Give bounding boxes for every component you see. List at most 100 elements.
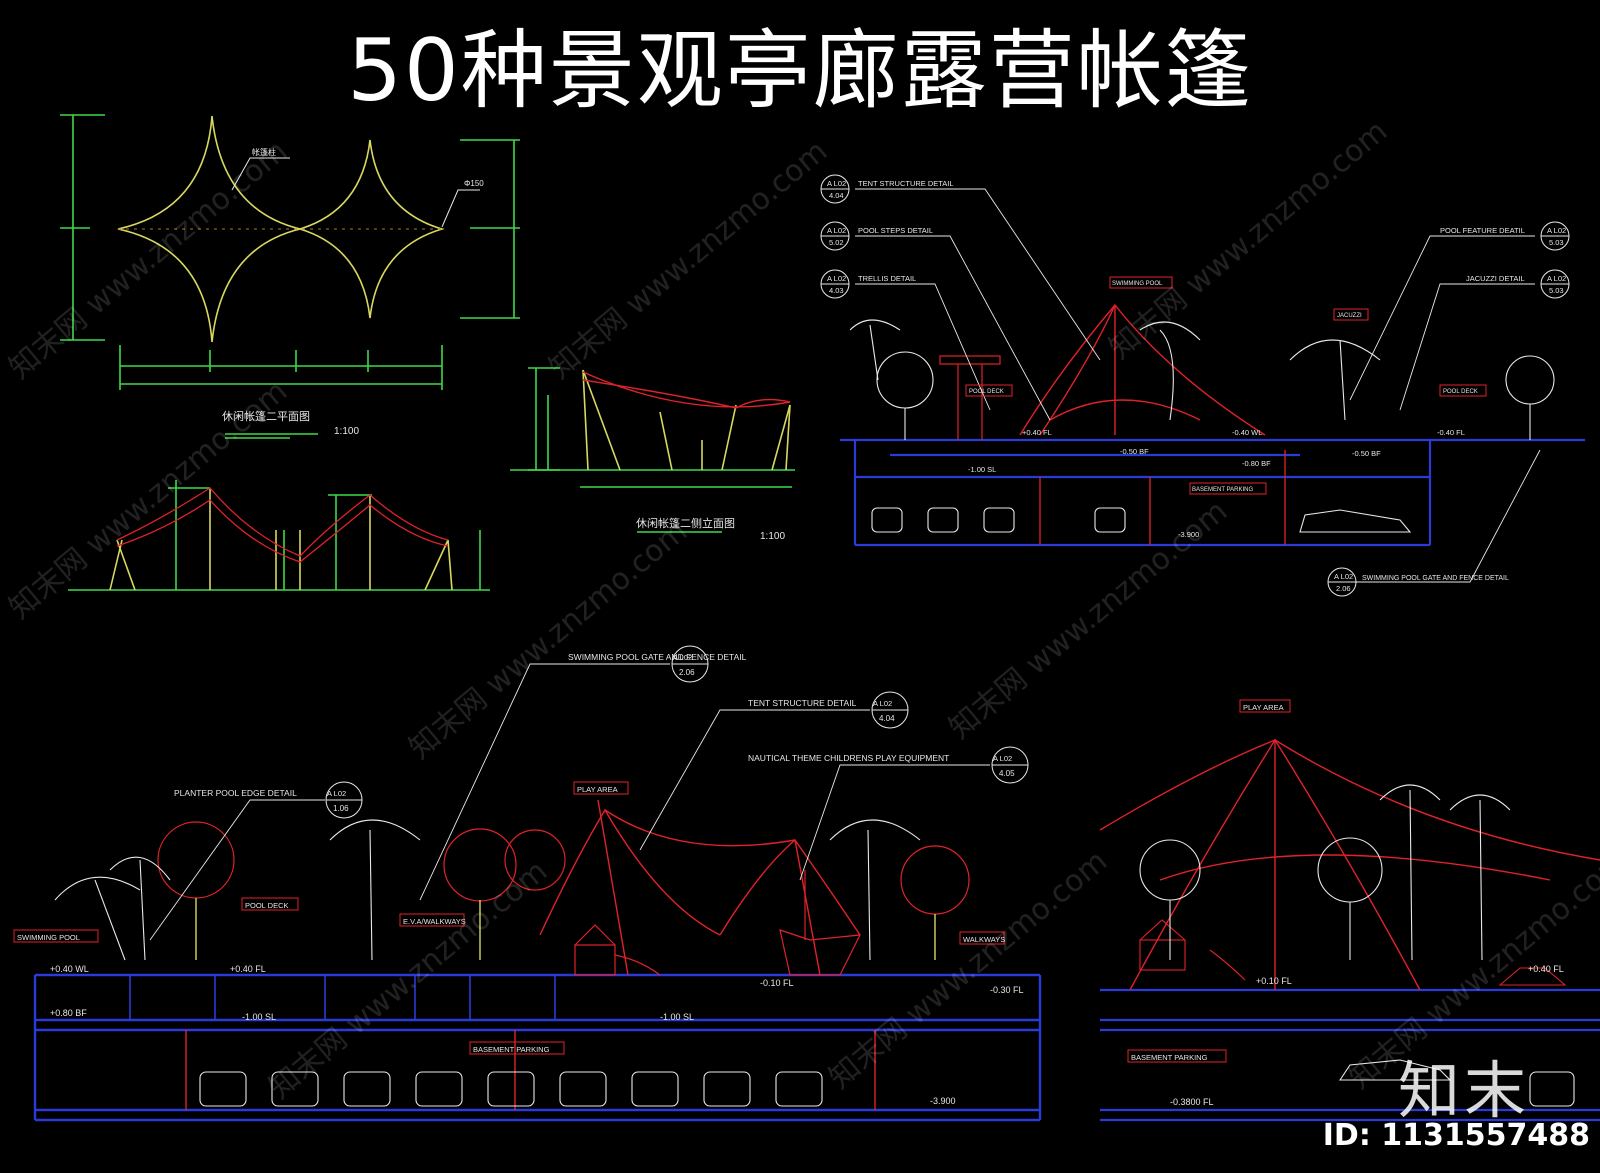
callout-ref: A L02 xyxy=(873,699,892,708)
callout-ref: A L02 xyxy=(1547,274,1566,283)
level-mark: -0.40 FL xyxy=(1437,428,1465,437)
callout-label: PLANTER POOL EDGE DETAIL xyxy=(174,788,297,798)
callout-label: POOL FEATURE DEATIL xyxy=(1440,226,1525,235)
play-white-trees xyxy=(54,819,921,961)
level-mark: +0.10 FL xyxy=(1256,976,1292,986)
level-mark: -0.40 WL xyxy=(1232,428,1262,437)
right-playground xyxy=(1139,919,1567,986)
front-dimensions xyxy=(68,480,490,591)
play-tent xyxy=(539,799,861,976)
page-title: 50种景观亭廊露营帐篷 xyxy=(347,21,1253,121)
callout-ref: A L02 xyxy=(827,274,846,283)
watermark: 知末网 www.znzmo.com xyxy=(263,854,554,1106)
area-tag: POOL DECK xyxy=(969,389,1004,395)
area-tag: POOL DECK xyxy=(245,901,288,910)
level-mark: -0.50 BF xyxy=(1120,447,1149,456)
planter-boxes xyxy=(129,974,556,1021)
level-mark: -0.3800 FL xyxy=(1170,1097,1214,1107)
pool-parking-cars xyxy=(871,507,1412,533)
level-mark: -1.00 SL xyxy=(660,1012,694,1022)
callout-ref: 4.03 xyxy=(829,286,844,295)
plan-scale: 1:100 xyxy=(334,426,359,437)
pool-section xyxy=(820,174,1585,597)
level-mark: +0.40 FL xyxy=(1528,964,1564,974)
play-area-section xyxy=(13,645,1042,1122)
right-tent xyxy=(1099,738,1600,991)
play-parking-cars xyxy=(199,1071,823,1107)
callout-ref: 4.05 xyxy=(999,769,1015,778)
plan-leaders xyxy=(231,157,480,228)
callout-ref: A L02 xyxy=(993,754,1012,763)
watermark: 知末网 www.znzmo.com xyxy=(3,374,294,626)
callout-ref: A L02 xyxy=(327,789,346,798)
pool-callout-bubbles xyxy=(820,174,1570,597)
callout-ref: 5.02 xyxy=(829,238,844,247)
pool-section-text: A L02 4.04 TENT STRUCTURE DETAIL A L02 5… xyxy=(827,179,1566,593)
side-title: 休闲帐篷二侧立面图 xyxy=(636,516,735,530)
watermark: 知末网 www.znzmo.com xyxy=(3,134,294,386)
callout-ref: 5.03 xyxy=(1549,286,1564,295)
plan-dimensions xyxy=(60,114,520,439)
plan-title: 休闲帐篷二平面图 xyxy=(222,409,310,423)
tent-side-elevation: 休闲帐篷二侧立面图 1:100 xyxy=(510,367,795,542)
level-mark: +0.40 WL xyxy=(50,964,89,974)
callout-ref: A L02 xyxy=(1547,226,1566,235)
side-scale: 1:100 xyxy=(760,531,785,542)
play-tent-section xyxy=(1099,699,1600,1122)
front-membrane xyxy=(116,487,449,563)
plan-note: 帐篷柱 xyxy=(252,147,276,157)
area-tag: JACUZZI xyxy=(1337,313,1362,319)
level-mark: -0.30 FL xyxy=(990,985,1024,995)
area-tag: PLAY AREA xyxy=(1243,703,1284,712)
level-mark: -3.900 xyxy=(930,1096,956,1106)
area-tag: BASEMENT PARKING xyxy=(473,1045,550,1054)
callout-ref: A L02 xyxy=(1334,572,1353,581)
level-mark: +0.40 FL xyxy=(1022,428,1052,437)
play-tag-boxes xyxy=(13,781,1005,1055)
callout-label: NAUTICAL THEME CHILDRENS PLAY EQUIPMENT xyxy=(748,753,949,763)
area-tag: WALKWAYS xyxy=(963,935,1005,944)
tree-trunks xyxy=(195,898,936,960)
area-tag: PLAY AREA xyxy=(577,785,618,794)
callout-label: TENT STRUCTURE DETAIL xyxy=(748,698,857,708)
playground-equipment xyxy=(574,870,862,976)
play-leaders xyxy=(149,663,990,941)
callout-label: SWIMMING POOL GATE AND FENCE DETAIL xyxy=(568,652,747,662)
pool-tent xyxy=(1019,303,1266,436)
side-masts xyxy=(582,369,791,471)
pool-tag-boxes xyxy=(965,276,1487,495)
area-tag: SWIMMING POOL xyxy=(1112,281,1163,287)
area-tag: POOL DECK xyxy=(1443,389,1478,395)
plan-membrane xyxy=(117,115,445,343)
pool-columns xyxy=(1039,450,1286,545)
callout-ref: A L02 xyxy=(827,226,846,235)
callout-ref: 5.03 xyxy=(1549,238,1564,247)
callout-ref: A L02 xyxy=(827,179,846,188)
callout-ref: 2.06 xyxy=(679,668,695,677)
level-mark: -0.10 FL xyxy=(760,978,794,988)
callout-ref: 1.06 xyxy=(333,804,349,813)
level-mark: -0.50 BF xyxy=(1352,449,1381,458)
play-callout-bubbles xyxy=(325,645,1029,819)
area-tag: BASEMENT PARKING xyxy=(1131,1053,1208,1062)
brand-logo: 知末 xyxy=(1397,1054,1530,1127)
callout-ref: 4.04 xyxy=(829,191,844,200)
right-tag-boxes xyxy=(1127,699,1291,1063)
callout-ref: 4.04 xyxy=(879,714,895,723)
level-mark: -3.900 xyxy=(1178,530,1199,539)
callout-ref: A L02 xyxy=(673,653,692,662)
pool-trees xyxy=(849,319,1555,440)
level-mark: -1.00 SL xyxy=(968,465,996,474)
level-mark: +0.40 FL xyxy=(230,964,266,974)
level-mark: +0.80 BF xyxy=(50,1008,87,1018)
image-id: ID: 1131557488 xyxy=(1322,1118,1590,1153)
side-dimensions xyxy=(510,367,795,533)
pool-slabs xyxy=(840,438,1585,547)
right-trees xyxy=(1139,784,1575,1107)
watermark: 知末网 www.znzmo.com xyxy=(1103,114,1394,366)
area-tag: BASEMENT PARKING xyxy=(1192,487,1253,493)
level-mark: -0.80 BF xyxy=(1242,459,1271,468)
watermark: 知末网 www.znzmo.com xyxy=(543,134,834,386)
callout-ref: 2.06 xyxy=(1336,584,1351,593)
